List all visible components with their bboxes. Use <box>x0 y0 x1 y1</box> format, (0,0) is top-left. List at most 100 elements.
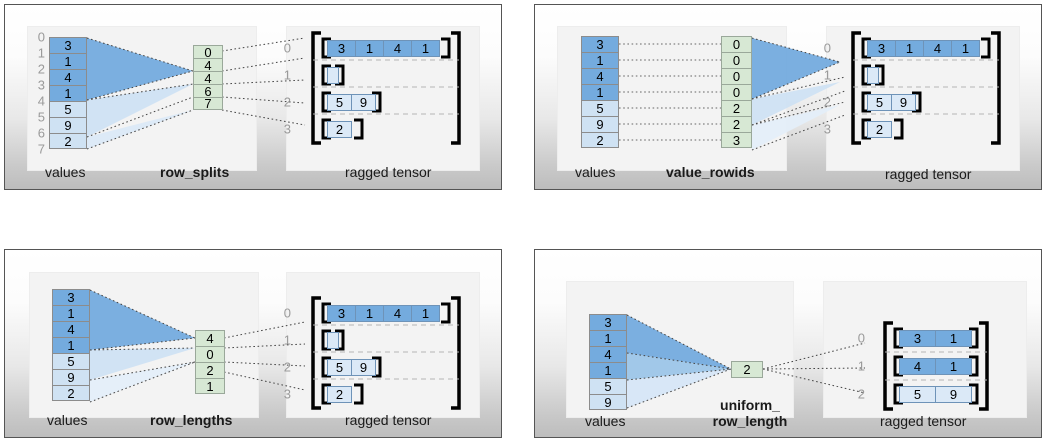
encoding-cell: 0 <box>721 84 752 100</box>
tensor-row-index: 1 <box>857 358 865 374</box>
encoding-cell: 0 <box>721 52 752 68</box>
tensor-cell: 1 <box>355 40 384 57</box>
value-cell: 4 <box>589 346 627 362</box>
tensor-cell: 4 <box>899 358 936 375</box>
value-cell: 4 <box>581 68 619 84</box>
tensor-row-index: 1 <box>823 67 831 83</box>
encoding-cell: 4 <box>195 330 225 346</box>
tensor-cell: 1 <box>951 40 980 57</box>
value-cell: 3 <box>49 37 87 53</box>
value-cell: 9 <box>589 394 627 410</box>
panel-uniform-row-length: 3 1 4 1 5 9 2 <box>534 249 1042 438</box>
value-cell: 2 <box>49 133 87 149</box>
tensor-row: 5 9 <box>327 94 376 111</box>
tensor-row-index: 2 <box>283 359 291 375</box>
tensor-cell: 9 <box>891 94 916 111</box>
tensor-row-index: 0 <box>283 40 291 56</box>
tensor-cell: 1 <box>895 40 924 57</box>
tensor-cell: 2 <box>867 121 892 138</box>
tensor-cell: 1 <box>411 305 440 322</box>
values-label: values <box>585 413 626 429</box>
tensor-row-index: 2 <box>823 94 831 110</box>
panel2-value-rowids-column: 0 0 0 0 2 2 3 <box>721 36 752 148</box>
tensor-row-index: 3 <box>283 386 291 402</box>
encoding-cell: 4 <box>193 58 223 72</box>
encoding-label: row_splits <box>160 164 230 180</box>
value-cell: 1 <box>52 305 90 321</box>
encoding-cell: 2 <box>731 361 763 378</box>
panel1-values-column: 3 1 4 1 5 9 2 <box>49 37 87 149</box>
panel4-ragged-tensor: 0 1 2 3 1 4 1 5 9 <box>858 319 1005 419</box>
value-cell: 1 <box>52 337 90 353</box>
panel3-row-lengths-column: 4 0 2 1 <box>195 330 225 394</box>
tensor-cell-empty <box>867 67 879 84</box>
tensor-row: 5 9 <box>867 94 916 111</box>
tensor-row: 5 9 <box>327 359 376 376</box>
tensor-cell: 9 <box>351 359 376 376</box>
value-cell: 5 <box>581 100 619 116</box>
value-cell: 2 <box>581 132 619 148</box>
tensor-cell: 9 <box>935 386 972 403</box>
value-cell: 5 <box>589 378 627 394</box>
tensor-row: 3 1 <box>899 330 972 347</box>
tensor-cell: 1 <box>355 305 384 322</box>
encoding-label: value_rowids <box>666 164 755 180</box>
encoding-cell: 1 <box>195 378 225 394</box>
value-cell: 3 <box>581 36 619 52</box>
tensor-row-index: 2 <box>857 386 865 402</box>
tensor-cell: 3 <box>327 40 356 57</box>
panel-row-splits: 0 1 2 3 4 5 6 7 3 1 4 1 5 9 2 0 4 4 6 7 <box>4 4 502 190</box>
tensor-row-index: 0 <box>283 305 291 321</box>
tensor-row-empty <box>867 67 879 84</box>
encoding-cell: 0 <box>195 346 225 362</box>
ragged-tensor-label: ragged tensor <box>885 166 972 182</box>
value-cell: 1 <box>581 84 619 100</box>
values-label: values <box>45 164 86 180</box>
panel1-row-splits-column: 0 4 4 6 7 <box>193 45 223 110</box>
encoding-cell: 4 <box>193 71 223 85</box>
tensor-cell: 1 <box>935 330 972 347</box>
tensor-cell: 5 <box>867 94 892 111</box>
tensor-cell: 3 <box>899 330 936 347</box>
panel1-ragged-tensor: 0 1 2 3 3 1 4 1 5 9 2 <box>284 29 471 147</box>
encoding-cell: 2 <box>721 116 752 132</box>
tensor-row: 4 1 <box>899 358 972 375</box>
value-cell: 5 <box>49 101 87 117</box>
tensor-cell: 3 <box>327 305 356 322</box>
panel3-ragged-tensor: 0 1 2 3 3 1 4 1 5 9 2 <box>284 294 471 412</box>
value-cell: 4 <box>52 321 90 337</box>
panel2-ragged-tensor: 0 1 2 3 3 1 4 1 5 9 2 <box>824 29 1011 147</box>
tensor-row: 2 <box>327 386 352 403</box>
tensor-row: 5 9 <box>899 386 972 403</box>
tensor-cell: 9 <box>351 94 376 111</box>
tensor-cell-empty <box>327 67 339 84</box>
tensor-row-index: 3 <box>823 121 831 137</box>
tensor-row-index: 1 <box>283 67 291 83</box>
tensor-cell: 2 <box>327 386 352 403</box>
values-label: values <box>575 164 616 180</box>
tensor-cell: 1 <box>411 40 440 57</box>
value-cell: 9 <box>52 369 90 385</box>
value-cell: 1 <box>589 362 627 378</box>
panel3-values-column: 3 1 4 1 5 9 2 <box>52 289 90 401</box>
ragged-tensor-label: ragged tensor <box>880 413 967 429</box>
encoding-label: row_lengths <box>150 412 233 428</box>
tensor-row-index: 1 <box>283 332 291 348</box>
encoding-cell: 0 <box>721 36 752 52</box>
tensor-row-index: 0 <box>857 330 865 346</box>
tensor-row: 3 1 4 1 <box>327 40 440 57</box>
encoding-cell: 6 <box>193 84 223 98</box>
tensor-row: 3 1 4 1 <box>867 40 980 57</box>
tensor-row-index: 2 <box>283 94 291 110</box>
tensor-cell: 4 <box>383 305 412 322</box>
tensor-cell: 5 <box>327 94 352 111</box>
tensor-cell-empty <box>327 332 339 349</box>
panel-row-lengths: 3 1 4 1 5 9 2 4 0 2 1 <box>4 249 502 438</box>
value-cell: 1 <box>581 52 619 68</box>
tensor-cell: 5 <box>899 386 936 403</box>
tensor-row-empty <box>327 332 339 349</box>
encoding-label-line2: row_length <box>712 413 788 429</box>
panel-value-rowids: 3 1 4 1 5 9 2 0 0 0 0 2 2 3 <box>534 4 1042 190</box>
value-cell: 2 <box>52 385 90 401</box>
tensor-cell: 4 <box>383 40 412 57</box>
